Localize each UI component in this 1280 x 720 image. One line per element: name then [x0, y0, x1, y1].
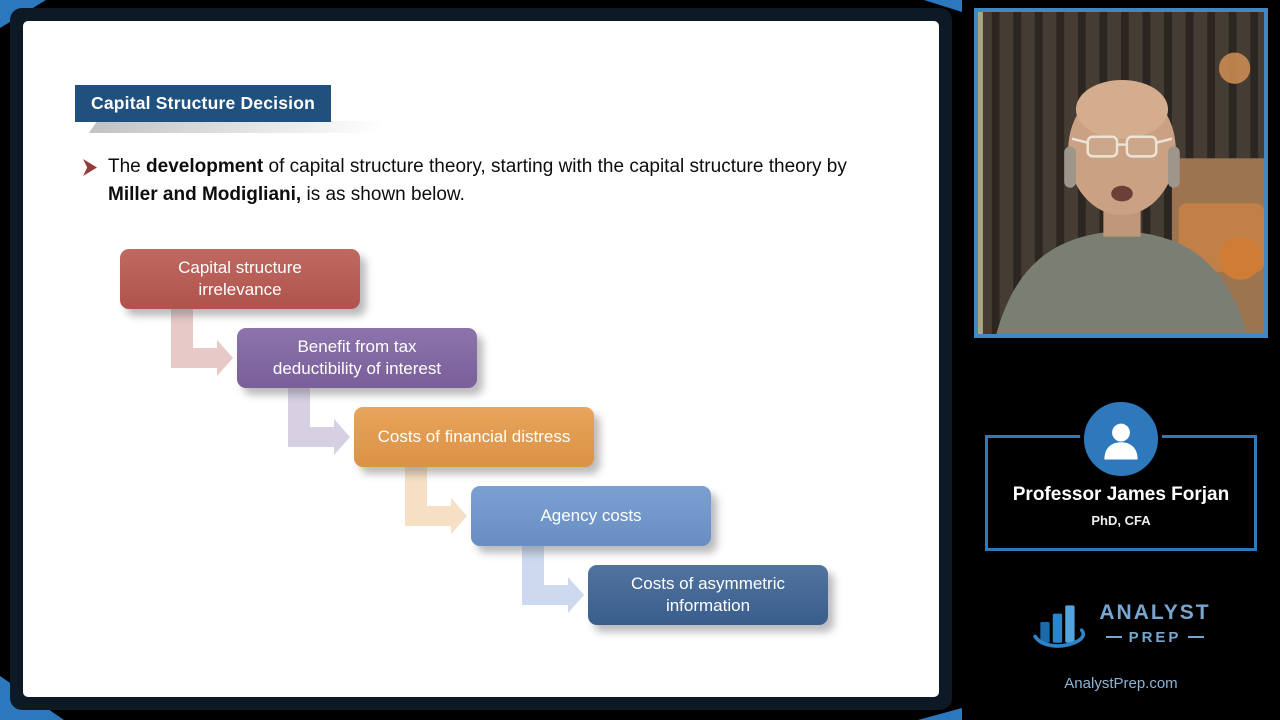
bullet-fragment-bold: Miller and Modigliani, — [108, 184, 302, 206]
logo-text-analyst: ANALYST — [1099, 600, 1211, 624]
bullet-row: The development of capital structure the… — [83, 153, 883, 209]
flow-arrow — [522, 540, 584, 613]
analystprep-logo: ANALYST PREP — [1031, 595, 1210, 651]
logo-text-prep: PREP — [1128, 628, 1182, 646]
person-avatar-icon — [1080, 398, 1162, 480]
diagram-step: Costs of asymmetric information — [588, 565, 828, 625]
diagram-step: Capital structure irrelevance — [120, 249, 360, 309]
logo-dash-right — [1188, 636, 1205, 638]
bullet-text: The development of capital structure the… — [108, 153, 883, 209]
presentation-slide: Capital Structure Decision The developme… — [10, 8, 952, 710]
diagram-step: Agency costs — [471, 486, 711, 546]
bullet-fragment-bold: development — [146, 156, 264, 177]
logo-text-prep-row: PREP — [1105, 628, 1205, 646]
flow-arrow — [288, 382, 350, 455]
logo-dash-left — [1105, 636, 1122, 638]
bullet-fragment: The — [108, 156, 147, 177]
professor-name-box: Professor James Forjan PhD, CFA — [985, 435, 1257, 551]
website-url: AnalystPrep.com — [1064, 675, 1178, 692]
flow-arrow — [405, 461, 467, 534]
flow-arrow — [171, 303, 233, 376]
professor-credentials: PhD, CFA — [1091, 513, 1151, 528]
right-panel: Professor James Forjan PhD, CFA ANALYST … — [962, 0, 1280, 720]
professor-photo-placeholder — [978, 12, 1264, 334]
slide-content-area: Capital Structure Decision The developme… — [23, 21, 939, 697]
professor-card: Professor James Forjan PhD, CFA — [985, 398, 1257, 551]
diagram-step: Benefit from tax deductibility of intere… — [237, 328, 477, 388]
professor-name: Professor James Forjan — [1012, 484, 1230, 505]
bullet-fragment: of capital structure theory, starting wi… — [263, 156, 847, 177]
bullet-fragment: is as shown below. — [301, 184, 465, 206]
bullet-arrow-icon — [83, 159, 97, 176]
logo-text: ANALYST PREP — [1099, 601, 1210, 646]
slide-title: Capital Structure Decision — [75, 85, 332, 122]
diagram-step: Costs of financial distress — [354, 407, 594, 467]
analystprep-logo-icon — [1033, 605, 1086, 648]
webcam-video — [974, 8, 1268, 338]
